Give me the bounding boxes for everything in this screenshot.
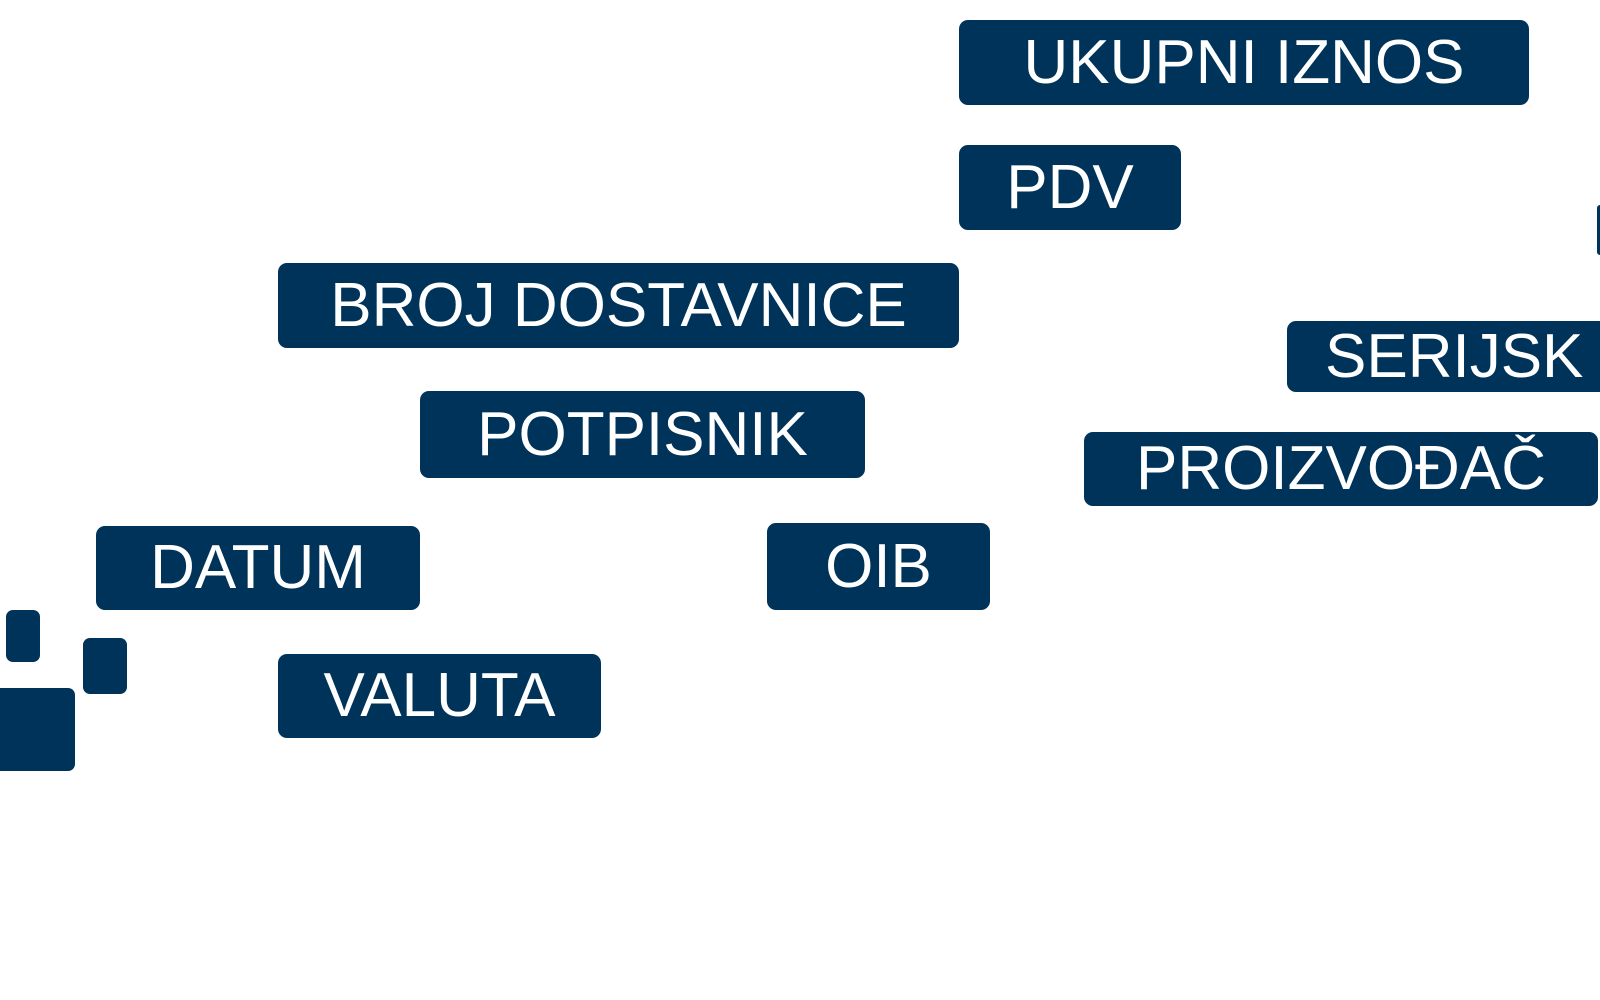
tag-potpisnik: POTPISNIK bbox=[420, 391, 865, 478]
decorative-square-small bbox=[6, 610, 40, 662]
decorative-edge-sliver bbox=[1597, 205, 1600, 255]
tag-pdv: PDV bbox=[959, 145, 1181, 230]
tag-valuta: VALUTA bbox=[278, 654, 601, 738]
tag-datum: DATUM bbox=[96, 526, 420, 610]
tag-ukupni-iznos: UKUPNI IZNOS bbox=[959, 20, 1529, 105]
decorative-square-medium bbox=[83, 638, 127, 694]
tag-broj-dostavnice: BROJ DOSTAVNICE bbox=[278, 263, 959, 348]
decorative-square-large bbox=[0, 688, 75, 771]
tag-oib: OIB bbox=[767, 523, 990, 610]
tag-serijski: SERIJSK bbox=[1287, 321, 1600, 392]
tag-proizvodac: PROIZVOĐAČ bbox=[1084, 432, 1598, 506]
